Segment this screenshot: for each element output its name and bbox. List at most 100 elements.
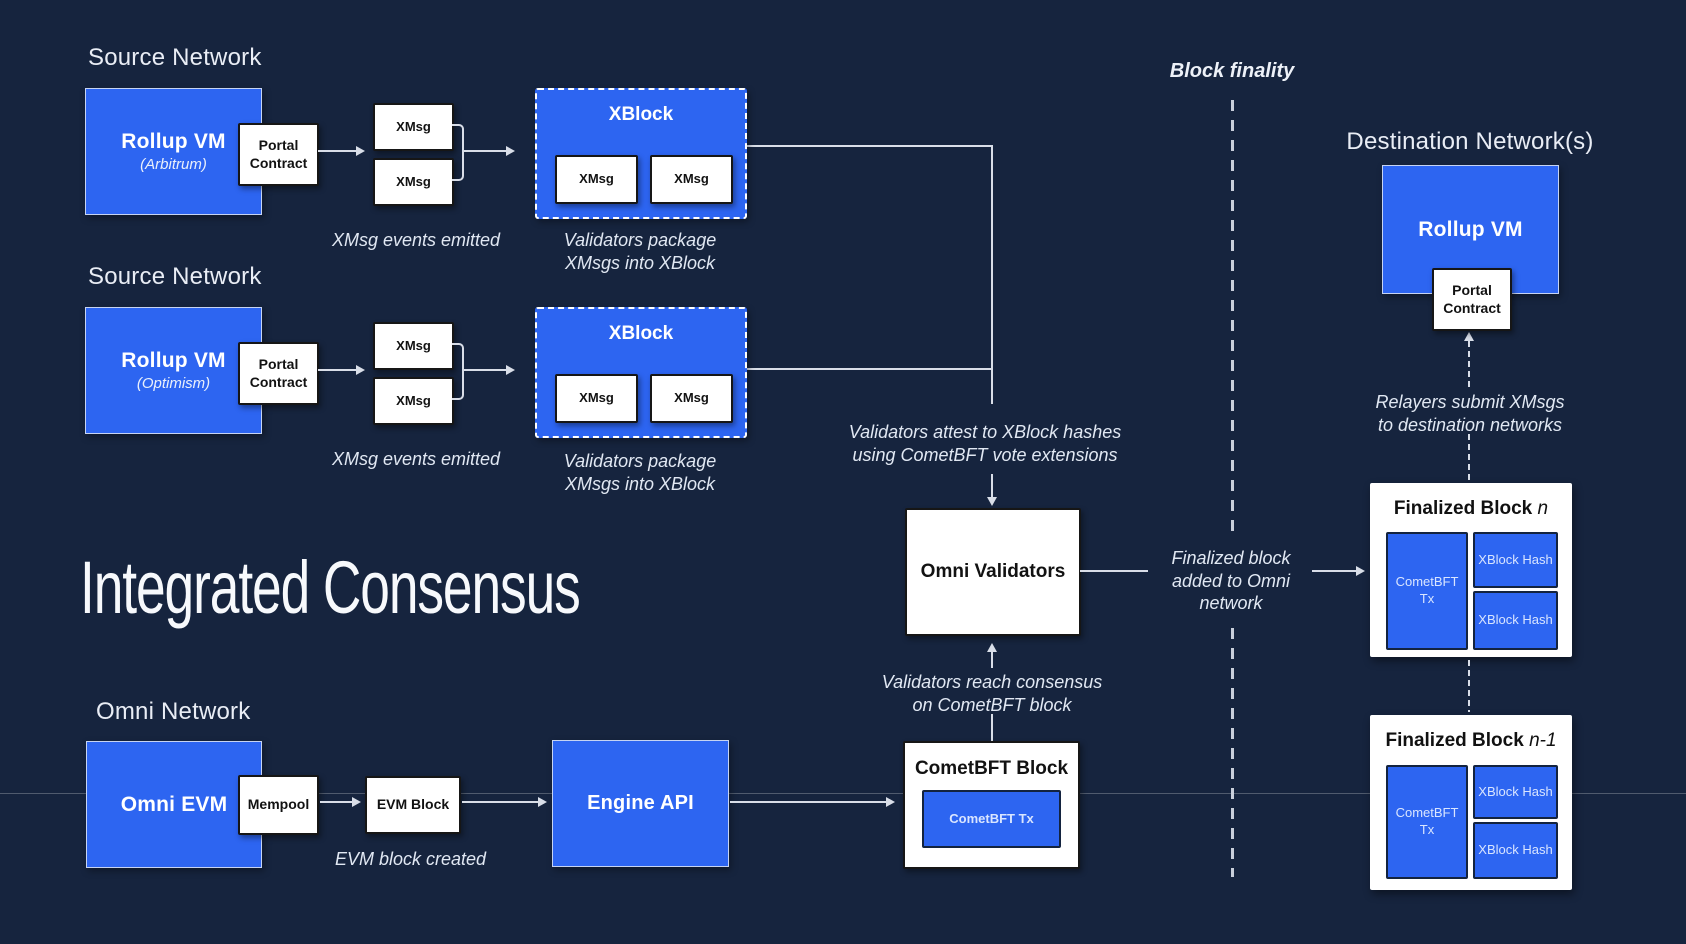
xblock-1-title: XBlock — [608, 104, 674, 125]
finalized-block-n: Finalized Block n CometBFT Tx XBlock Has… — [1370, 483, 1572, 657]
finalized-n1-cometbft-tx-label: CometBFT Tx — [1395, 805, 1459, 837]
engine-api-box: Engine API — [552, 740, 729, 867]
arrow-into-finalized-block-n — [1312, 566, 1365, 576]
dotted-connector-n-to-n1 — [1468, 660, 1470, 712]
xblock-2-xmsg-a-label: XMsg — [579, 390, 614, 406]
rollup-vm-arbitrum-box: Rollup VM (Arbitrum) — [85, 88, 262, 215]
xblock-2-title: XBlock — [608, 323, 674, 344]
finalized-block-n1-title: Finalized Block n-1 — [1370, 730, 1572, 752]
xblock-1-container: XBlock XMsg XMsg — [535, 88, 747, 219]
xblock-1-xmsg-b: XMsg — [650, 155, 733, 204]
portal-contract-1-line1: Portal — [258, 137, 299, 153]
finalized-n-cometbft-tx: CometBFT Tx — [1386, 532, 1468, 650]
xmsg-2a-label: XMsg — [396, 337, 431, 353]
rollup-vm-arbitrum-variant: (Arbitrum) — [140, 156, 207, 173]
portal-contract-1-line2: Contract — [249, 154, 308, 171]
xblock-2-xmsg-a: XMsg — [555, 374, 638, 423]
page-title: Integrated Consensus — [80, 546, 581, 629]
finalized-n1-xblock-hash-1-label: XBlock Hash — [1478, 783, 1553, 799]
rollup-vm-optimism-variant: (Optimism) — [136, 375, 211, 392]
xblock-1-xmsg-b-label: XMsg — [674, 171, 709, 187]
xblock-2-container: XBlock XMsg XMsg — [535, 307, 747, 438]
destination-portal-line2: Contract — [1443, 299, 1501, 316]
xmsg-box-2b: XMsg — [373, 377, 454, 425]
caption-finalized-line2: added to Omni — [1171, 570, 1291, 591]
xblock-1-xmsg-a-label: XMsg — [579, 171, 614, 187]
connector-xblock2-horizontal — [743, 368, 993, 370]
omni-evm-box: Omni EVM — [86, 741, 262, 868]
finality-divider-upper — [1231, 100, 1234, 533]
portal-contract-2-line2: Contract — [249, 373, 308, 390]
xmsg-2b-label: XMsg — [396, 392, 431, 408]
finalized-block-n1-title-text: Finalized Block — [1385, 730, 1524, 751]
caption-validators-package-1-line1: Validators package — [563, 230, 717, 250]
portal-contract-1-box: Portal Contract — [238, 123, 319, 186]
finalized-block-n-suffix: n — [1537, 498, 1549, 519]
caption-validators-attest-line2: using CometBFT vote extensions — [852, 444, 1118, 465]
arrow-evmblock-to-engine — [462, 797, 547, 807]
portal-contract-2-line1: Portal — [258, 356, 299, 372]
finalized-n-cometbft-tx-label: CometBFT Tx — [1395, 574, 1459, 606]
xblock-2-xmsg-b: XMsg — [650, 374, 733, 423]
horizontal-guide-line — [0, 793, 1686, 794]
arrow-xmsgs-to-xblock1 — [462, 146, 515, 156]
caption-xmsg-events-1: XMsg events emitted — [331, 230, 501, 250]
caption-finalized-line3: network — [1199, 593, 1263, 613]
arrow-portal1-to-xmsg — [318, 146, 365, 156]
caption-validators-package-2-line1: Validators package — [563, 451, 717, 471]
cometbft-tx-box: CometBFT Tx — [922, 790, 1061, 848]
xblock-1-xmsg-a: XMsg — [555, 155, 638, 204]
rollup-vm-arbitrum-title: Rollup VM — [121, 130, 226, 153]
destination-portal-contract-box: Portal Contract — [1432, 268, 1512, 331]
finalized-block-n1-suffix: n-1 — [1529, 730, 1557, 751]
connector-validators-to-caption — [1080, 570, 1148, 572]
finalized-n1-xblock-hash-2-label: XBlock Hash — [1478, 842, 1553, 858]
caption-validators-package-1: Validators package XMsgs into XBlock — [540, 229, 740, 274]
evm-block-box: EVM Block — [365, 776, 461, 834]
cometbft-tx-label: CometBFT Tx — [949, 810, 1034, 826]
cometbft-block-box: CometBFT Block CometBFT Tx — [903, 741, 1080, 869]
evm-block-label: EVM Block — [376, 796, 450, 813]
arrow-xmsgs-to-xblock2 — [462, 365, 515, 375]
caption-validators-attest-line1: Validators attest to XBlock hashes — [848, 422, 1122, 442]
caption-relayers: Relayers submit XMsgs to destination net… — [1340, 391, 1600, 436]
connector-xblock1-horizontal — [743, 145, 993, 147]
finalized-n-xblock-hash-2: XBlock Hash — [1473, 591, 1558, 650]
caption-validators-package-1-line2: XMsgs into XBlock — [564, 252, 716, 273]
xmsg-box-1a: XMsg — [373, 103, 454, 151]
finalized-n-xblock-hash-1: XBlock Hash — [1473, 532, 1558, 588]
finalized-n1-xblock-hash-2: XBlock Hash — [1473, 822, 1558, 879]
arrow-engine-to-cometbft — [730, 797, 895, 807]
caption-xmsg-events-2: XMsg events emitted — [331, 449, 501, 469]
caption-finalized-block-added: Finalized block added to Omni network — [1156, 547, 1306, 615]
caption-validators-attest: Validators attest to XBlock hashes using… — [835, 421, 1135, 466]
cometbft-block-title: CometBFT Block — [914, 758, 1069, 779]
caption-validators-package-2-line2: XMsgs into XBlock — [564, 473, 716, 494]
finalized-n1-cometbft-tx: CometBFT Tx — [1386, 765, 1468, 879]
mempool-label: Mempool — [247, 796, 310, 813]
destination-portal-line1: Portal — [1452, 282, 1492, 298]
engine-api-title: Engine API — [587, 792, 694, 814]
finalized-n1-xblock-hash-1: XBlock Hash — [1473, 765, 1558, 819]
rollup-vm-optimism-box: Rollup VM (Optimism) — [85, 307, 262, 434]
finalized-n-xblock-hash-2-label: XBlock Hash — [1478, 612, 1553, 628]
arrow-into-validators — [987, 474, 997, 506]
arrow-mempool-to-evmblock — [320, 797, 361, 807]
xmsg-box-1b: XMsg — [373, 158, 454, 206]
mempool-box: Mempool — [238, 775, 319, 835]
caption-validators-reach: Validators reach consensus on CometBFT b… — [842, 671, 1142, 716]
dotted-connector-caption-to-block-n — [1468, 434, 1470, 481]
destination-rollup-vm-title: Rollup VM — [1418, 217, 1523, 241]
finalized-n-xblock-hash-1-label: XBlock Hash — [1478, 551, 1553, 567]
omni-validators-label: Omni Validators — [920, 561, 1066, 583]
caption-finalized-line1: Finalized block — [1171, 548, 1291, 568]
destination-network-label: Destination Network(s) — [1346, 128, 1594, 155]
omni-validators-box: Omni Validators — [905, 508, 1081, 636]
xmsg-group-bracket-2 — [452, 343, 464, 400]
finality-divider-lower — [1231, 628, 1234, 877]
connector-cometbft-vertical — [991, 714, 993, 741]
omni-evm-title: Omni EVM — [120, 792, 228, 816]
xmsg-box-2a: XMsg — [373, 322, 454, 370]
finalized-block-n-title: Finalized Block n — [1370, 498, 1572, 520]
